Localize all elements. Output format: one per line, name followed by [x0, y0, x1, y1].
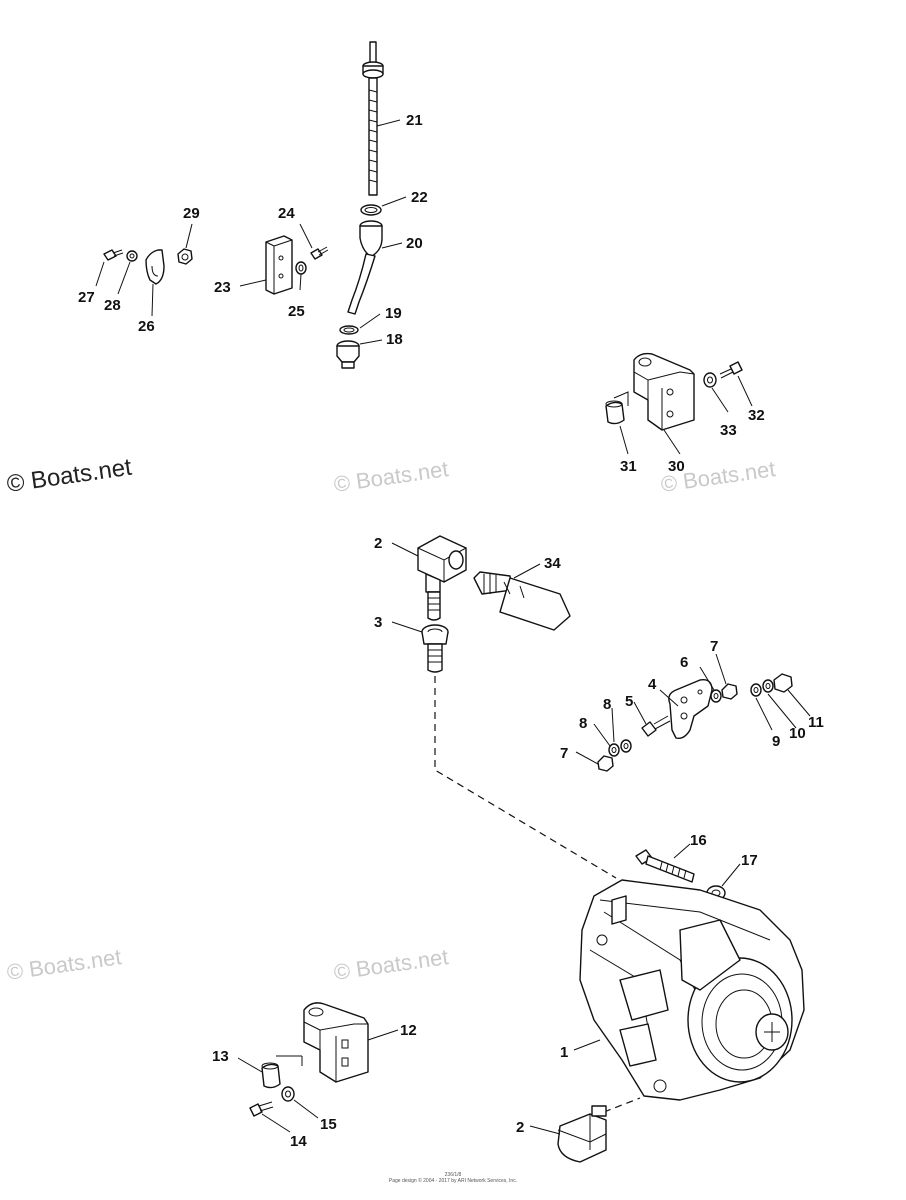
callout-33: 33 [720, 422, 737, 439]
callout-29: 29 [183, 205, 200, 222]
callout-2-upper: 2 [374, 535, 382, 552]
callout-28: 28 [104, 297, 121, 314]
callout-5: 5 [625, 693, 633, 710]
callout-24: 24 [278, 205, 295, 222]
callout-16: 16 [690, 832, 707, 849]
callout-18: 18 [386, 331, 403, 348]
leader-lines [95, 119, 811, 1135]
callout-labels: 21 22 20 19 18 29 24 23 27 28 25 26 32 3… [78, 112, 824, 1150]
callout-12: 12 [400, 1022, 417, 1039]
callout-20: 20 [406, 235, 423, 252]
fitting-elbow-upper [417, 535, 571, 631]
callout-30: 30 [668, 458, 685, 475]
dipstick-assembly [336, 41, 384, 369]
gearcase-assembly [579, 879, 805, 1113]
callout-26: 26 [138, 318, 155, 335]
watermark-faint: © Boats.net [5, 944, 123, 985]
callout-9: 9 [772, 733, 780, 750]
fitting-3 [421, 624, 449, 673]
callout-7-lower: 7 [560, 745, 568, 762]
callout-10: 10 [789, 725, 806, 742]
routing-line [434, 676, 617, 879]
bracket-group-lower [249, 1002, 369, 1117]
callout-22: 22 [411, 189, 428, 206]
callout-17: 17 [741, 852, 758, 869]
callout-32: 32 [748, 407, 765, 424]
footer-figure-id: 236/1/8 [445, 1172, 462, 1178]
callout-8-lower: 8 [579, 715, 587, 732]
linkage-group [597, 673, 793, 772]
callout-1: 1 [560, 1044, 568, 1061]
watermark-main: © Boats.net [5, 454, 134, 498]
callout-14: 14 [290, 1133, 307, 1150]
callout-27: 27 [78, 289, 95, 306]
watermark-faint: © Boats.net [332, 944, 450, 985]
callout-25: 25 [288, 303, 305, 320]
callout-21: 21 [406, 112, 423, 129]
callout-23: 23 [214, 279, 231, 296]
bracket-group-right [605, 352, 743, 431]
callout-7-upper: 7 [710, 638, 718, 655]
footer-copyright: Page design © 2004 - 2017 by ARI Network… [389, 1177, 517, 1184]
callout-31: 31 [620, 458, 637, 475]
callout-3: 3 [374, 614, 382, 631]
callout-15: 15 [320, 1116, 337, 1133]
callout-2-lower: 2 [516, 1119, 524, 1136]
watermark-faint: © Boats.net [332, 456, 450, 497]
bracket-group-left [103, 235, 329, 295]
callout-4: 4 [648, 676, 657, 693]
fitting-2-lower [557, 1105, 607, 1163]
callout-8-upper: 8 [603, 696, 611, 713]
callout-34: 34 [544, 555, 561, 572]
callout-13: 13 [212, 1048, 229, 1065]
callout-6: 6 [680, 654, 688, 671]
callout-19: 19 [385, 305, 402, 322]
callout-11: 11 [808, 714, 824, 731]
